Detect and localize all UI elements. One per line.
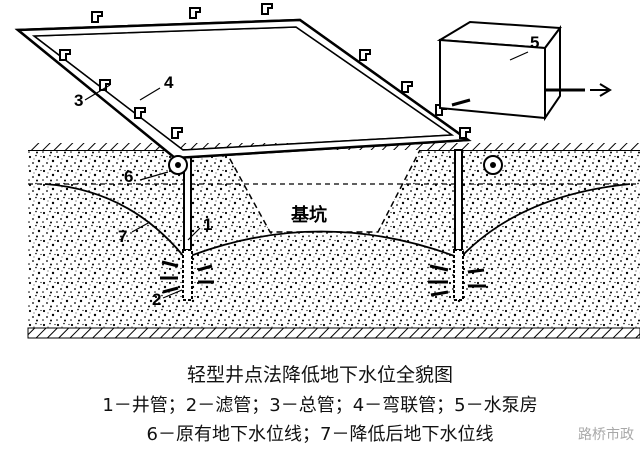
outlet-arrow (590, 83, 612, 97)
header-pipe-body (18, 20, 468, 158)
pit-outline (224, 149, 421, 233)
impermeable-layer (27, 327, 640, 339)
label-3: 3 (74, 91, 83, 110)
watermark: 路桥市政 (578, 427, 634, 443)
elbow-connectors (59, 3, 471, 139)
label-6: 6 (124, 167, 133, 186)
label-4: 4 (164, 73, 174, 92)
well-pipe-right (454, 149, 463, 251)
label-5: 5 (530, 33, 539, 52)
label-7: 7 (118, 227, 127, 246)
lowered-water-level (44, 183, 631, 260)
filter-pipe-left (182, 249, 193, 301)
caption-line-2: 6－原有地下水位线；7－降低后地下水位线 (146, 424, 494, 445)
pit-label: 基坑 (290, 204, 327, 226)
inflow-arrows (160, 260, 486, 297)
label-1: 1 (203, 215, 212, 234)
pump-house (436, 20, 562, 122)
pump-connection (451, 98, 471, 107)
pit-label-bg (282, 201, 336, 227)
filter-pipe-right (453, 249, 464, 301)
leader-lines (84, 51, 529, 299)
label-2: 2 (152, 290, 161, 309)
caption-line-1: 1－井管；2－滤管；3－总管；4－弯联管；5－水泵房 (102, 395, 538, 416)
caption-title: 轻型井点法降低地下水位全貌图 (186, 364, 453, 386)
